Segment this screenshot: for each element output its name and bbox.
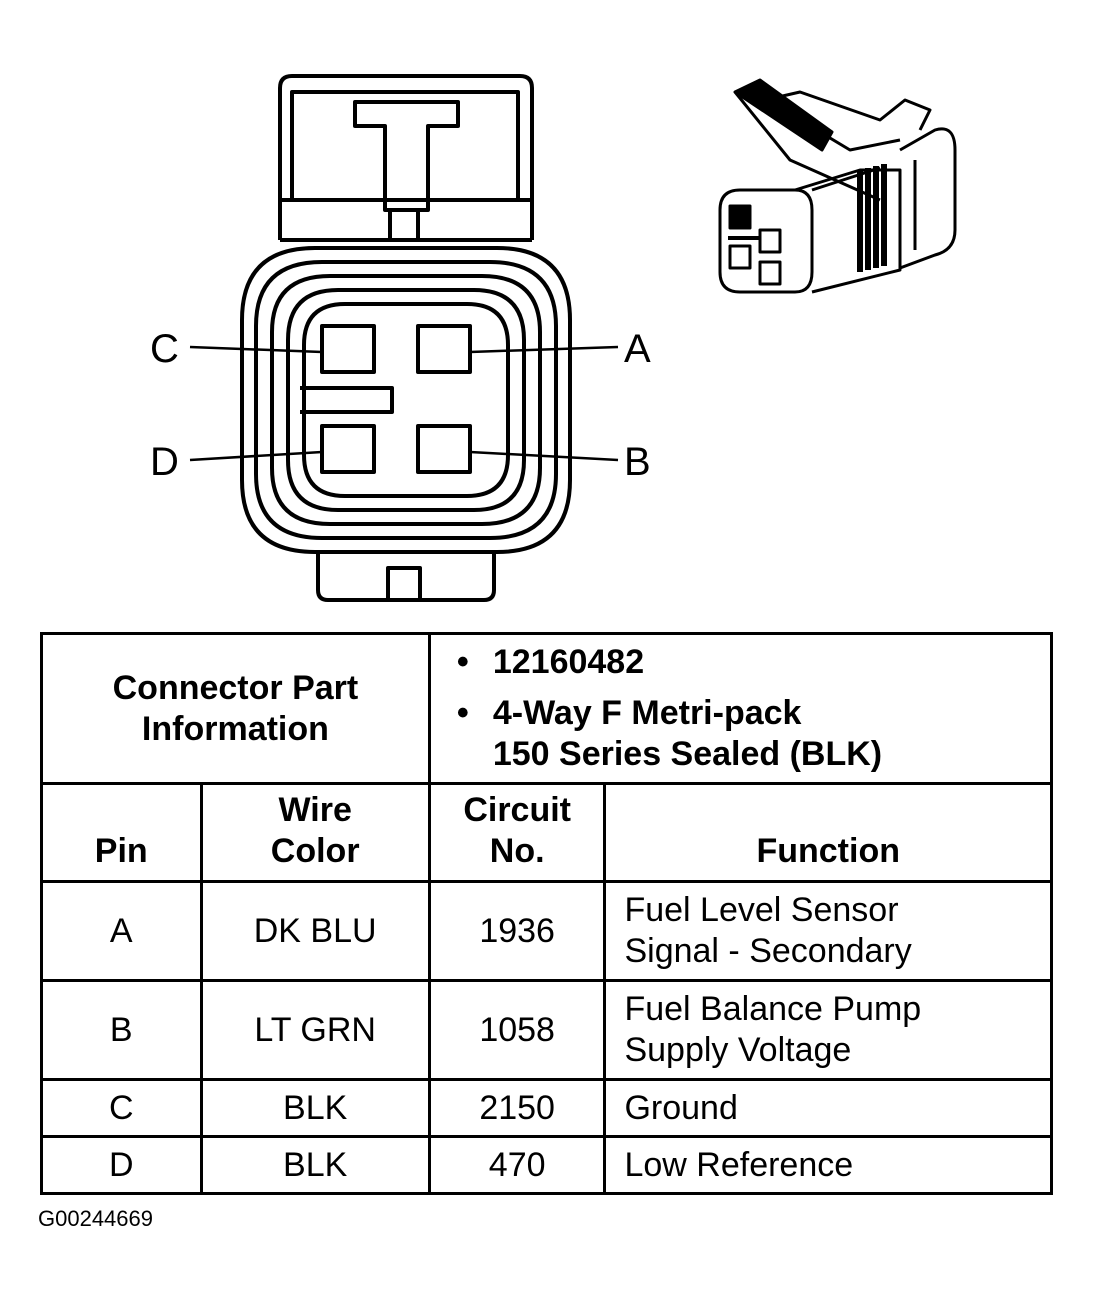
- connector-diagram: C A D B: [150, 74, 957, 602]
- row-d-wire: BLK: [199, 1135, 431, 1195]
- row-b-function-line1: Fuel Balance Pump: [624, 990, 922, 1028]
- row-b-function: Fuel Balance Pump Supply Voltage: [603, 979, 1053, 1081]
- row-c-circuit: 2150: [427, 1078, 607, 1138]
- part-desc-item: • 4-Way F Metri-pack: [457, 693, 1050, 734]
- row-c-function: Ground: [603, 1078, 1053, 1138]
- header-circuit-no: Circuit No.: [427, 782, 607, 883]
- part-desc-line1: 4-Way F Metri-pack: [492, 694, 802, 732]
- row-c-wire: BLK: [199, 1078, 431, 1138]
- pin-label-d: D: [150, 440, 179, 484]
- row-d-function: Low Reference: [603, 1135, 1053, 1195]
- row-d-pin: D: [40, 1135, 203, 1195]
- row-b-circuit: 1058: [427, 979, 607, 1081]
- header-circuit-line2: No.: [489, 831, 545, 870]
- row-a-circuit: 1936: [427, 880, 607, 982]
- part-info-label: Connector Part Information: [40, 632, 431, 785]
- connector-face-view: [240, 74, 572, 602]
- part-info-label-line2: Information: [141, 709, 329, 748]
- pin-leader-lines: [189, 345, 619, 462]
- row-d-circuit: 470: [427, 1135, 607, 1195]
- row-b-function-line2: Supply Voltage: [624, 1031, 852, 1069]
- connector-3d-illustration: [718, 78, 957, 294]
- part-info-row: Connector Part Information • 12160482 • …: [40, 632, 1054, 785]
- part-desc-line2: 150 Series Sealed (BLK): [492, 735, 883, 773]
- figure-id: G00244669: [38, 1206, 153, 1231]
- header-wire-color-line1: Wire: [278, 790, 352, 829]
- header-pin: Pin: [40, 782, 203, 883]
- pin-label-a: A: [624, 327, 651, 371]
- part-info-label-line1: Connector Part: [112, 668, 359, 707]
- row-a-function: Fuel Level Sensor Signal - Secondary: [603, 880, 1053, 982]
- table-row: D BLK 470 Low Reference: [40, 1135, 1053, 1195]
- row-c-pin: C: [40, 1078, 203, 1138]
- part-info-values: • 12160482 • 4-Way F Metri-pack 150 Seri…: [427, 632, 1054, 785]
- header-wire-color: Wire Color: [199, 782, 431, 883]
- header-wire-color-line2: Color: [270, 831, 360, 870]
- bullet-icon: •: [456, 643, 469, 681]
- part-number-item: • 12160482: [457, 642, 1050, 683]
- connector-info-table: Connector Part Information • 12160482 • …: [40, 632, 1054, 1195]
- bullet-icon: •: [456, 694, 469, 732]
- row-b-pin: B: [40, 979, 203, 1081]
- row-a-function-line2: Signal - Secondary: [624, 932, 912, 970]
- pin-label-c: C: [150, 327, 179, 371]
- row-b-wire: LT GRN: [199, 979, 431, 1081]
- row-a-wire: DK BLU: [199, 880, 431, 982]
- row-a-function-line1: Fuel Level Sensor: [624, 891, 899, 929]
- header-function: Function: [603, 782, 1053, 883]
- pin-label-b: B: [624, 440, 651, 484]
- header-row: Pin Wire Color Circuit No. Function: [40, 782, 1053, 883]
- table-row: C BLK 2150 Ground: [40, 1078, 1053, 1138]
- table-row: A DK BLU 1936 Fuel Level Sensor Signal -…: [40, 880, 1053, 982]
- row-a-pin: A: [40, 880, 203, 982]
- header-circuit-line1: Circuit: [463, 790, 571, 829]
- part-number: 12160482: [492, 643, 645, 681]
- table-row: B LT GRN 1058 Fuel Balance Pump Supply V…: [40, 979, 1053, 1081]
